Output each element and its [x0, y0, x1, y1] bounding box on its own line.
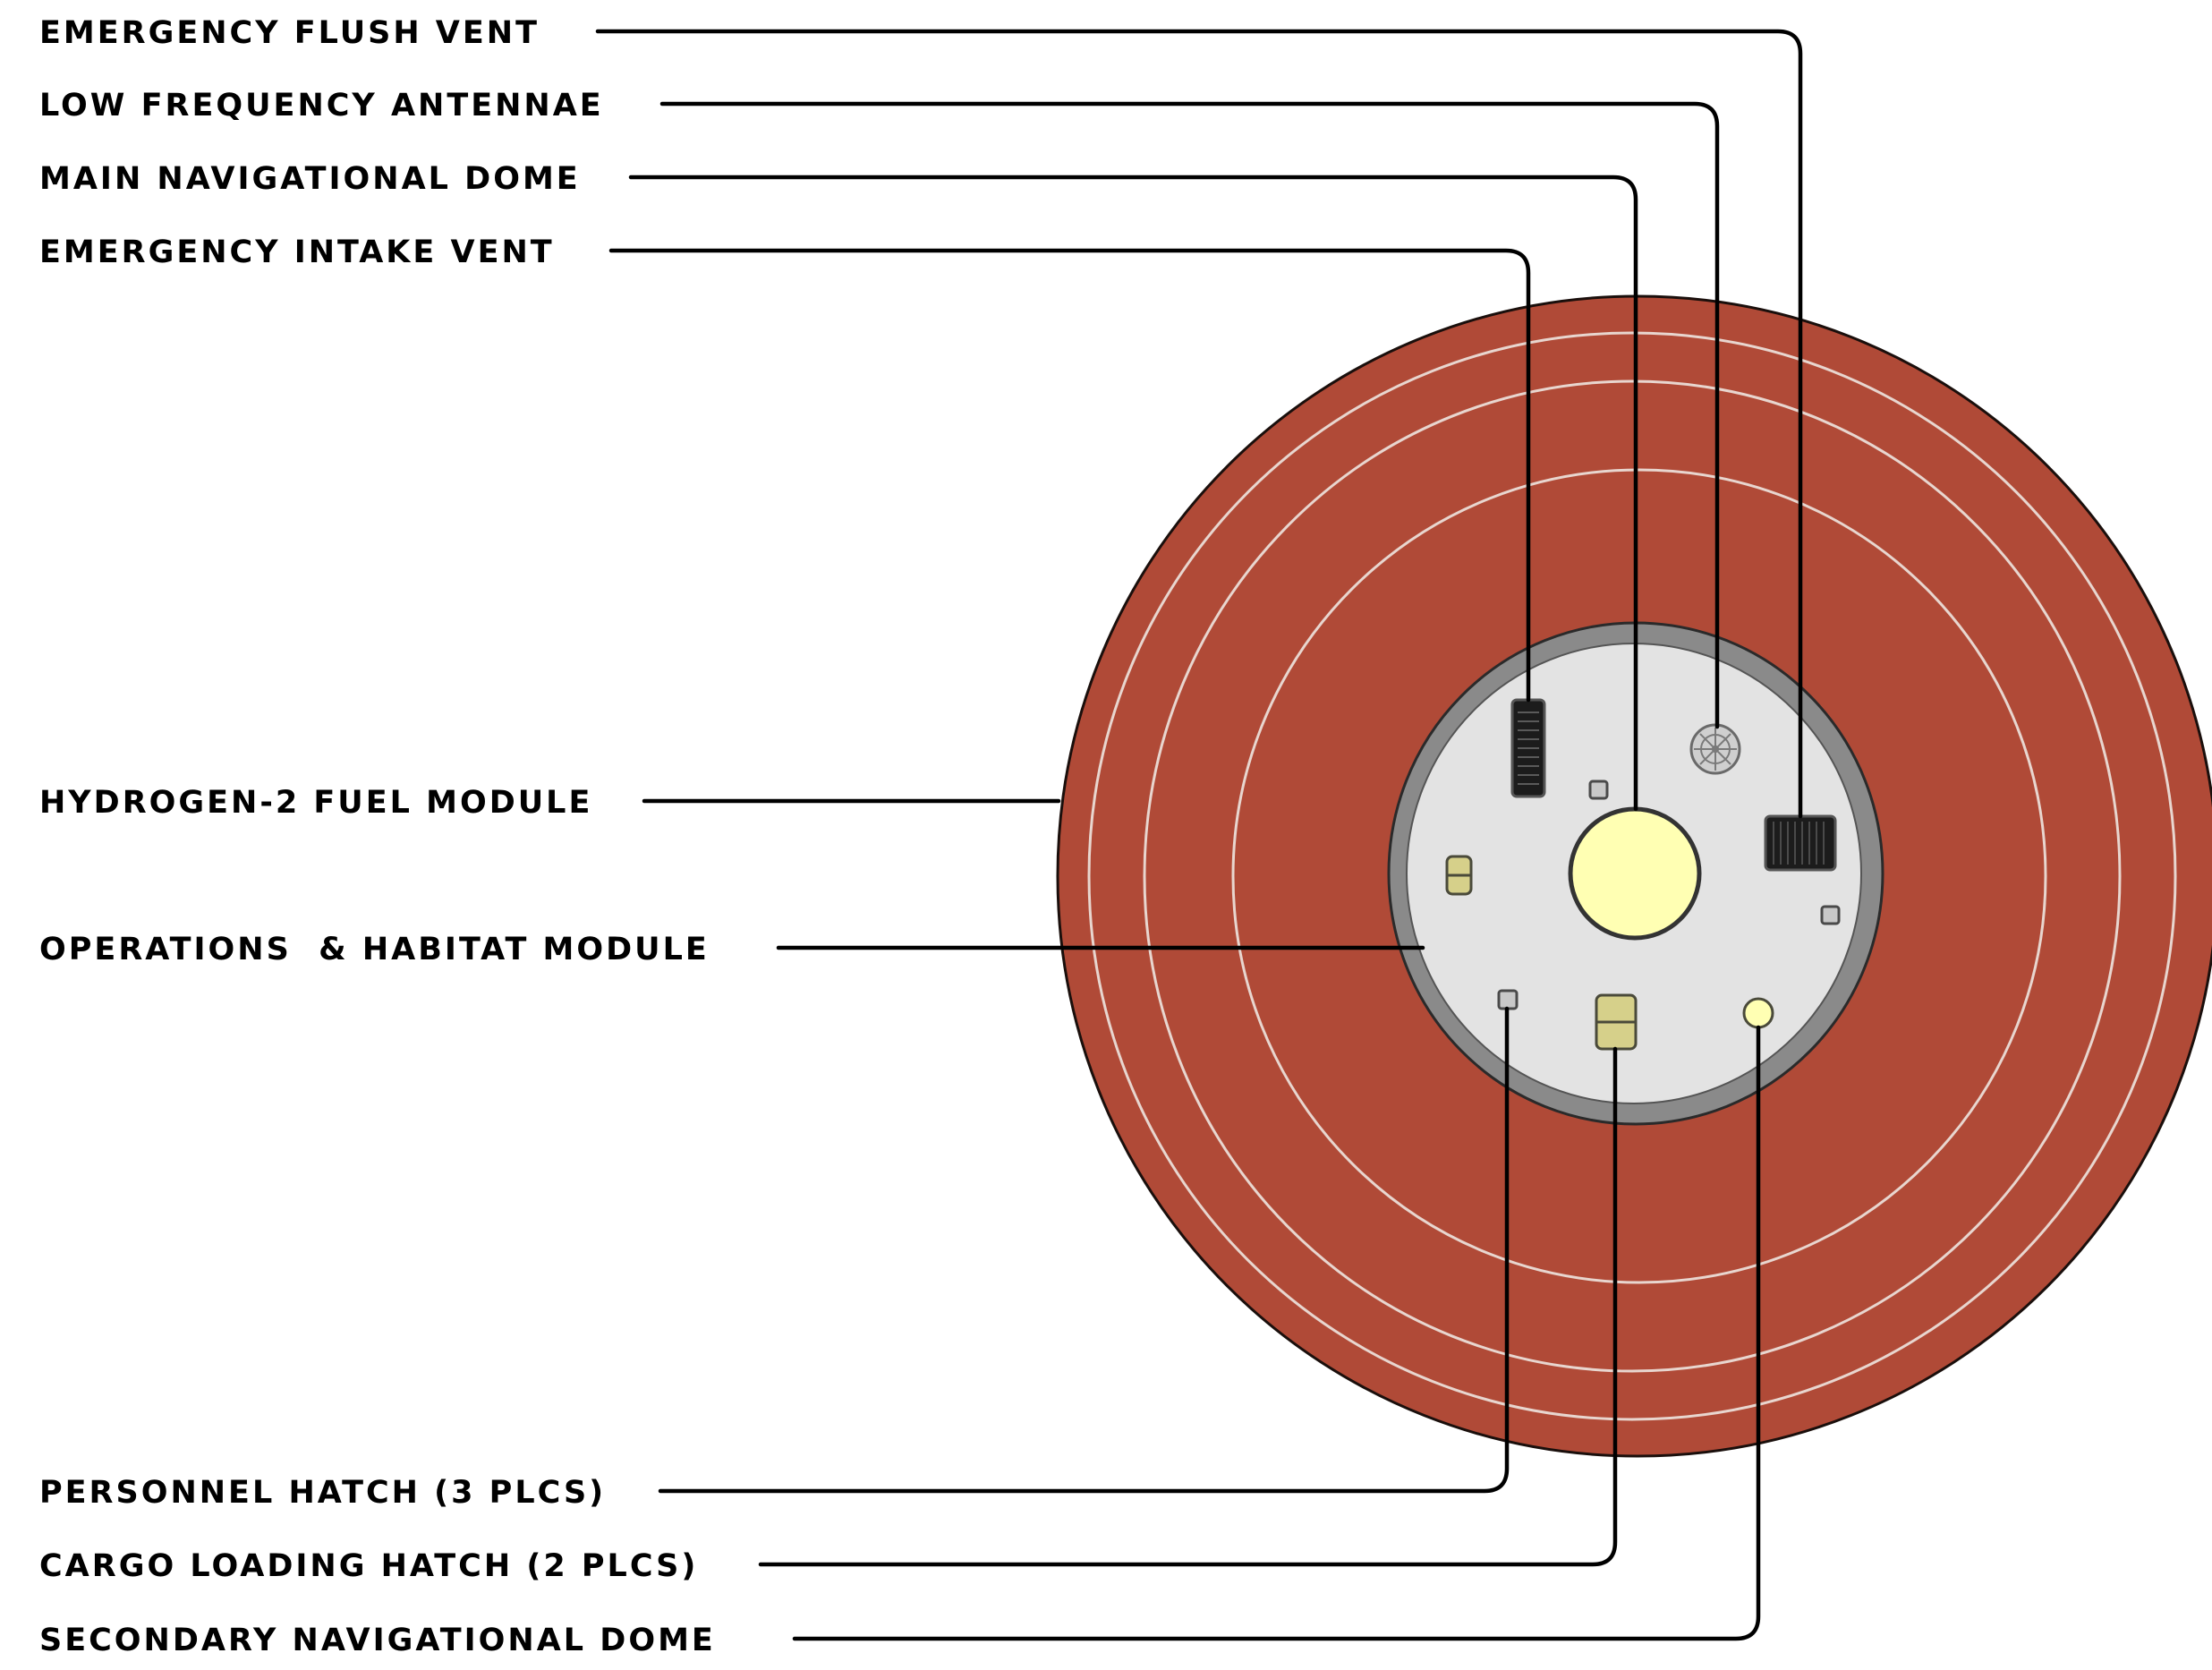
antenna-icon [1689, 723, 1741, 775]
main-dome-icon [1568, 806, 1702, 941]
leader-lines [595, 29, 1803, 1641]
callout-labels: EMERGENCY FLUSH VENT LOW FREQUENCY ANTEN… [39, 15, 716, 1658]
label-operations-habitat-module: OPERATIONS & HABITAT MODULE [39, 932, 710, 967]
hull-ring-middle [1143, 379, 2122, 1373]
intake-vent-grille-icon [1510, 698, 1546, 798]
personnel-hatch-icon [1588, 780, 1609, 800]
hull-ring-outer [1087, 331, 2177, 1421]
leader-personnel-hatch [658, 1006, 1510, 1494]
personnel-hatch-icon [1497, 989, 1519, 1010]
cargo-hatch-icon [1595, 993, 1638, 1051]
leader-emergency-flush-vent [595, 29, 1803, 819]
leader-low-frequency-antennae [659, 101, 1720, 729]
leader-main-navigational-dome [628, 175, 1638, 812]
label-emergency-intake-vent: EMERGENCY INTAKE VENT [39, 234, 555, 270]
leader-cargo-loading-hatch [758, 1046, 1618, 1567]
label-secondary-navigational-dome: SECONDARY NAVIGATIONAL DOME [39, 1623, 716, 1658]
label-emergency-flush-vent: EMERGENCY FLUSH VENT [39, 15, 540, 51]
cargo-hatch-icon [1445, 855, 1473, 896]
label-main-navigational-dome: MAIN NAVIGATIONAL DOME [39, 161, 581, 197]
personnel-hatch-icon [1820, 905, 1841, 925]
label-cargo-loading-hatch: CARGO LOADING HATCH (2 PLCS) [39, 1548, 698, 1584]
leader-emergency-intake-vent [608, 248, 1531, 703]
label-personnel-hatch: PERSONNEL HATCH (3 PLCS) [39, 1475, 606, 1511]
label-hydrogen-fuel-module: HYDROGEN-2 FUEL MODULE [39, 785, 592, 821]
secondary-dome-icon [1742, 997, 1774, 1029]
hull-ring-inner [1231, 468, 2047, 1284]
leader-secondary-navigational-dome [792, 1025, 1761, 1641]
label-low-frequency-antennae: LOW FREQUENCY ANTENNAE [39, 88, 604, 124]
flush-vent-grille-icon [1764, 814, 1837, 872]
